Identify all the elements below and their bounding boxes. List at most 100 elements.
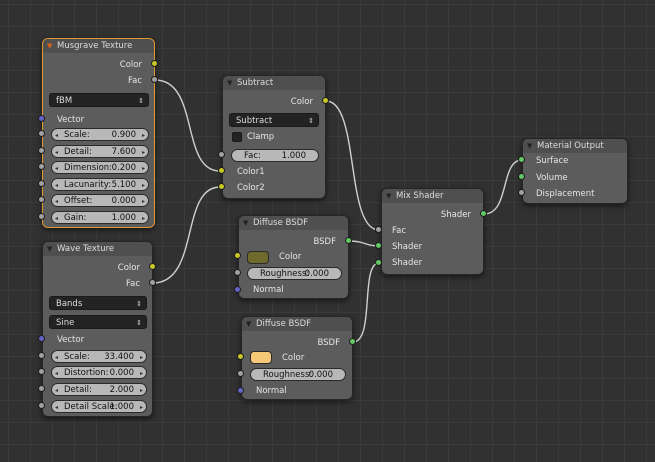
increment-arrow-icon[interactable]: ▸ xyxy=(139,387,143,394)
decrement-arrow-icon[interactable]: ◂ xyxy=(55,182,59,189)
node-header[interactable]: ▼ Diffuse BSDF xyxy=(242,317,352,331)
musgrave-scale-input-socket[interactable] xyxy=(38,130,45,137)
color-swatch[interactable] xyxy=(250,351,272,364)
musgrave-dimension-input-socket[interactable] xyxy=(38,163,45,170)
collapse-triangle-icon[interactable]: ▼ xyxy=(47,245,53,253)
detail-field[interactable]: ◂Detail:2.000▸ xyxy=(51,383,147,396)
output-surface-input-socket[interactable] xyxy=(518,156,525,163)
output-fac-label: Fac xyxy=(128,76,142,86)
musgrave-lacunarity-input-socket[interactable] xyxy=(38,180,45,187)
field-label: Detail Scale: xyxy=(64,402,118,412)
offset-field[interactable]: ◂Offset:0.000▸ xyxy=(51,194,149,207)
decrement-arrow-icon[interactable]: ◂ xyxy=(55,387,59,394)
collapse-triangle-icon[interactable]: ▼ xyxy=(227,79,233,87)
diffuse-bsdf-node-2[interactable]: ▼ Diffuse BSDF BSDF Color Roughness:0.00… xyxy=(241,316,353,400)
collapse-triangle-icon[interactable]: ▼ xyxy=(47,42,53,50)
increment-arrow-icon[interactable]: ▸ xyxy=(139,370,143,377)
collapse-triangle-icon[interactable]: ▼ xyxy=(527,142,533,150)
wave-vector-input-socket[interactable] xyxy=(38,335,45,342)
wave-scale-input-socket[interactable] xyxy=(38,352,45,359)
decrement-arrow-icon[interactable]: ◂ xyxy=(55,198,59,205)
musgrave-texture-node[interactable]: ▼ Musgrave Texture Color Fac fBM⇕ Vector… xyxy=(42,38,155,228)
diffuse2-bsdf-output-socket[interactable] xyxy=(349,338,356,345)
node-header[interactable]: ▼ Subtract xyxy=(223,76,325,90)
collapse-triangle-icon[interactable]: ▼ xyxy=(243,219,249,227)
diffuse1-bsdf-output-socket[interactable] xyxy=(345,237,352,244)
lacunarity-field[interactable]: ◂Lacunarity:5.100▸ xyxy=(51,178,149,191)
musgrave-vector-input-socket[interactable] xyxy=(38,115,45,122)
color-swatch[interactable] xyxy=(247,251,269,264)
wave-detail-scale-input-socket[interactable] xyxy=(38,402,45,409)
mix-shader1-input-socket[interactable] xyxy=(375,242,382,249)
distortion-field[interactable]: ◂Distortion:0.000▸ xyxy=(51,366,147,379)
decrement-arrow-icon[interactable]: ◂ xyxy=(55,165,59,172)
node-header[interactable]: ▼ Material Output xyxy=(523,139,627,153)
blend-mode-dropdown[interactable]: Subtract⇕ xyxy=(229,113,319,127)
diffuse2-roughness-input-socket[interactable] xyxy=(237,370,244,377)
node-header[interactable]: ▼ Diffuse BSDF xyxy=(239,216,348,230)
output-volume-input-socket[interactable] xyxy=(518,173,525,180)
fac-field[interactable]: Fac:1.000 xyxy=(231,149,319,162)
wave-distortion-input-socket[interactable] xyxy=(38,368,45,375)
diffuse2-normal-input-socket[interactable] xyxy=(237,387,244,394)
scale-field[interactable]: ◂Scale:33.400▸ xyxy=(51,350,147,363)
increment-arrow-icon[interactable]: ▸ xyxy=(141,132,145,139)
subtract-node[interactable]: ▼ Subtract Color Subtract⇕ Clamp Fac:1.0… xyxy=(222,75,326,199)
field-value: 0.000 xyxy=(109,368,134,378)
musgrave-detail-input-socket[interactable] xyxy=(38,147,45,154)
increment-arrow-icon[interactable]: ▸ xyxy=(139,354,143,361)
increment-arrow-icon[interactable]: ▸ xyxy=(141,149,145,156)
musgrave-type-dropdown[interactable]: fBM⇕ xyxy=(49,93,149,107)
roughness-field[interactable]: Roughness:0.000 xyxy=(247,267,342,280)
increment-arrow-icon[interactable]: ▸ xyxy=(139,404,143,411)
gain-field[interactable]: ◂Gain:1.000▸ xyxy=(51,211,149,224)
increment-arrow-icon[interactable]: ▸ xyxy=(141,182,145,189)
decrement-arrow-icon[interactable]: ◂ xyxy=(55,370,59,377)
node-header[interactable]: ▼ Wave Texture xyxy=(43,242,152,256)
diffuse1-color-input-socket[interactable] xyxy=(234,252,241,259)
material-output-node[interactable]: ▼ Material Output Surface Volume Displac… xyxy=(522,138,628,204)
mix-shader-node[interactable]: ▼ Mix Shader Shader Fac Shader Shader xyxy=(381,188,484,275)
detail-scale-field[interactable]: ◂Detail Scale:1.000▸ xyxy=(51,400,147,413)
musgrave-gain-input-socket[interactable] xyxy=(38,213,45,220)
subtract-color1-input-socket[interactable] xyxy=(218,167,225,174)
wave-profile-dropdown[interactable]: Sine⇕ xyxy=(49,315,147,329)
wave-fac-output-socket[interactable] xyxy=(149,279,156,286)
musgrave-fac-output-socket[interactable] xyxy=(151,76,158,83)
decrement-arrow-icon[interactable]: ◂ xyxy=(55,132,59,139)
mix-shader-output-socket[interactable] xyxy=(480,210,487,217)
clamp-checkbox[interactable] xyxy=(232,132,242,142)
diffuse2-color-input-socket[interactable] xyxy=(237,353,244,360)
decrement-arrow-icon[interactable]: ◂ xyxy=(55,215,59,222)
wave-color-output-socket[interactable] xyxy=(149,263,156,270)
mix-shader2-input-socket[interactable] xyxy=(375,259,382,266)
decrement-arrow-icon[interactable]: ◂ xyxy=(55,149,59,156)
node-header[interactable]: ▼ Musgrave Texture xyxy=(43,39,154,53)
node-header[interactable]: ▼ Mix Shader xyxy=(382,189,483,203)
decrement-arrow-icon[interactable]: ◂ xyxy=(55,354,59,361)
increment-arrow-icon[interactable]: ▸ xyxy=(141,215,145,222)
wave-detail-input-socket[interactable] xyxy=(38,385,45,392)
output-displacement-input-socket[interactable] xyxy=(518,189,525,196)
roughness-field[interactable]: Roughness:0.000 xyxy=(250,368,346,381)
wave-texture-node[interactable]: ▼ Wave Texture Color Fac Bands⇕ Sine⇕ Ve… xyxy=(42,241,153,417)
increment-arrow-icon[interactable]: ▸ xyxy=(141,165,145,172)
musgrave-color-output-socket[interactable] xyxy=(151,60,158,67)
subtract-fac-input-socket[interactable] xyxy=(218,151,225,158)
diffuse-bsdf-node-1[interactable]: ▼ Diffuse BSDF BSDF Color Roughness:0.00… xyxy=(238,215,349,299)
collapse-triangle-icon[interactable]: ▼ xyxy=(386,192,392,200)
field-label: Scale: xyxy=(64,352,90,362)
diffuse1-normal-input-socket[interactable] xyxy=(234,286,241,293)
scale-field[interactable]: ◂Scale:0.900▸ xyxy=(51,128,149,141)
diffuse1-roughness-input-socket[interactable] xyxy=(234,269,241,276)
decrement-arrow-icon[interactable]: ◂ xyxy=(55,404,59,411)
wave-type-dropdown[interactable]: Bands⇕ xyxy=(49,296,147,310)
dimension-field[interactable]: ◂Dimension:0.200▸ xyxy=(51,161,149,174)
detail-field[interactable]: ◂Detail:7.600▸ xyxy=(51,145,149,158)
subtract-color-output-socket[interactable] xyxy=(322,97,329,104)
collapse-triangle-icon[interactable]: ▼ xyxy=(246,320,252,328)
musgrave-offset-input-socket[interactable] xyxy=(38,196,45,203)
subtract-color2-input-socket[interactable] xyxy=(218,183,225,190)
increment-arrow-icon[interactable]: ▸ xyxy=(141,198,145,205)
mix-fac-input-socket[interactable] xyxy=(375,226,382,233)
